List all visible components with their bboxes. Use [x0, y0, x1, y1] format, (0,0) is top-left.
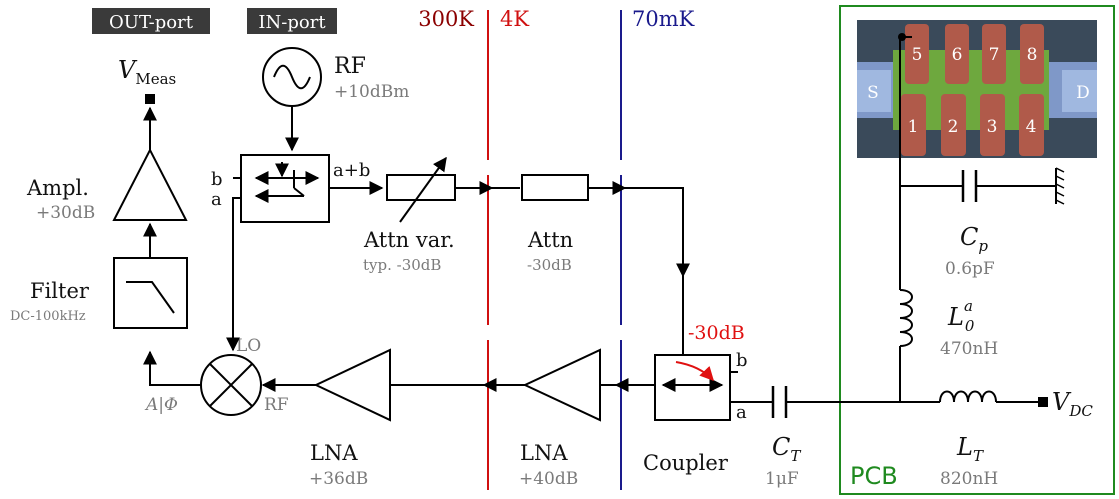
vmeas-terminal: [145, 94, 155, 104]
attn-var-box: [386, 174, 456, 201]
ct-symbol: CT: [772, 433, 801, 465]
temp-4k: 4K: [500, 7, 529, 31]
in-port-tag: IN-port: [247, 8, 337, 34]
cp-value: 0.6pF: [945, 259, 995, 279]
coupler-port-a: a: [736, 402, 747, 423]
mixer-out-label: A|Φ: [144, 395, 178, 415]
lna-300k-triangle: [313, 348, 391, 422]
coupler-port-b: b: [736, 350, 748, 371]
amp-triangle: [112, 147, 188, 221]
directional-coupler: [654, 354, 738, 421]
attn-to-coupler: [588, 187, 690, 278]
pcb-border: [839, 5, 1115, 495]
splitter-port-b: b: [211, 169, 223, 190]
temp-300k: 300K: [418, 7, 474, 31]
lowpass-icon: [126, 281, 175, 314]
temp-70mk: 70mK: [632, 7, 695, 31]
rf-source-label: RF: [334, 54, 366, 79]
gate-8: 8: [1027, 45, 1038, 65]
coupler-coupling: -30dB: [688, 322, 745, 344]
attn-label: Attn: [527, 228, 573, 252]
in-port-label: IN-port: [258, 12, 326, 33]
filter-band: DC-100kHz: [10, 309, 86, 324]
splitter: [233, 154, 330, 223]
l0-coil: [899, 289, 913, 347]
lna-300k-gain: +36dB: [309, 469, 368, 489]
attn-var-value: typ. -30dB: [363, 256, 441, 274]
out-port-label: OUT-port: [109, 12, 194, 33]
mixer-lo-label: LO: [236, 336, 261, 356]
device-drain: D: [1076, 83, 1090, 103]
attn-var-label: Attn var.: [363, 228, 455, 252]
variable-arrow-icon: [399, 156, 447, 223]
device-micrograph: S D 5 6 7 8 1 2 3 4: [857, 20, 1097, 158]
lna-4k-label: LNA: [520, 441, 568, 465]
amp-label: Ampl.: [26, 176, 89, 200]
device-source: S: [867, 83, 879, 103]
splitter-port-ab: a+b: [333, 160, 370, 181]
sine-wave-icon: [273, 64, 311, 90]
gate-3: 3: [987, 117, 998, 137]
lt-coil: [939, 390, 997, 403]
gate-5: 5: [912, 45, 923, 65]
mixer-to-filter: [143, 350, 201, 386]
lt-value: 820nH: [940, 469, 998, 489]
coupler-label: Coupler: [643, 451, 729, 475]
filter-label: Filter: [30, 279, 90, 303]
out-port-tag: OUT-port: [92, 8, 210, 34]
pcb-label: PCB: [850, 462, 898, 490]
gate-1: 1: [908, 117, 919, 137]
mixer-rf-label: RF: [264, 395, 289, 415]
lna-4k-triangle: [522, 348, 601, 422]
lna-4k-gain: +40dB: [519, 469, 578, 489]
splitter-port-a: a: [211, 189, 222, 210]
rf-source-power: +10dBm: [334, 82, 409, 102]
gate-7: 7: [989, 45, 1000, 65]
attn-value: -30dB: [527, 256, 572, 274]
gate-4: 4: [1026, 117, 1037, 137]
vmeas-symbol: VMeas: [118, 56, 176, 88]
lt-symbol: LT: [956, 433, 984, 465]
gate-6: 6: [952, 45, 963, 65]
ground-symbol: [1055, 167, 1065, 205]
lna-300k-label: LNA: [310, 441, 358, 465]
amp-gain: +30dB: [36, 203, 95, 223]
gate-2: 2: [948, 117, 959, 137]
mixer: [200, 354, 262, 416]
ct-value: 1μF: [765, 469, 799, 489]
vdc-symbol: VDC: [1052, 388, 1093, 420]
splitter-to-lo: [226, 197, 241, 352]
cp-symbol: Cp: [960, 223, 988, 255]
filter-box: [113, 257, 188, 329]
l0-value: 470nH: [940, 339, 998, 359]
attn-box: [521, 174, 589, 201]
vdc-terminal: [1038, 397, 1048, 407]
